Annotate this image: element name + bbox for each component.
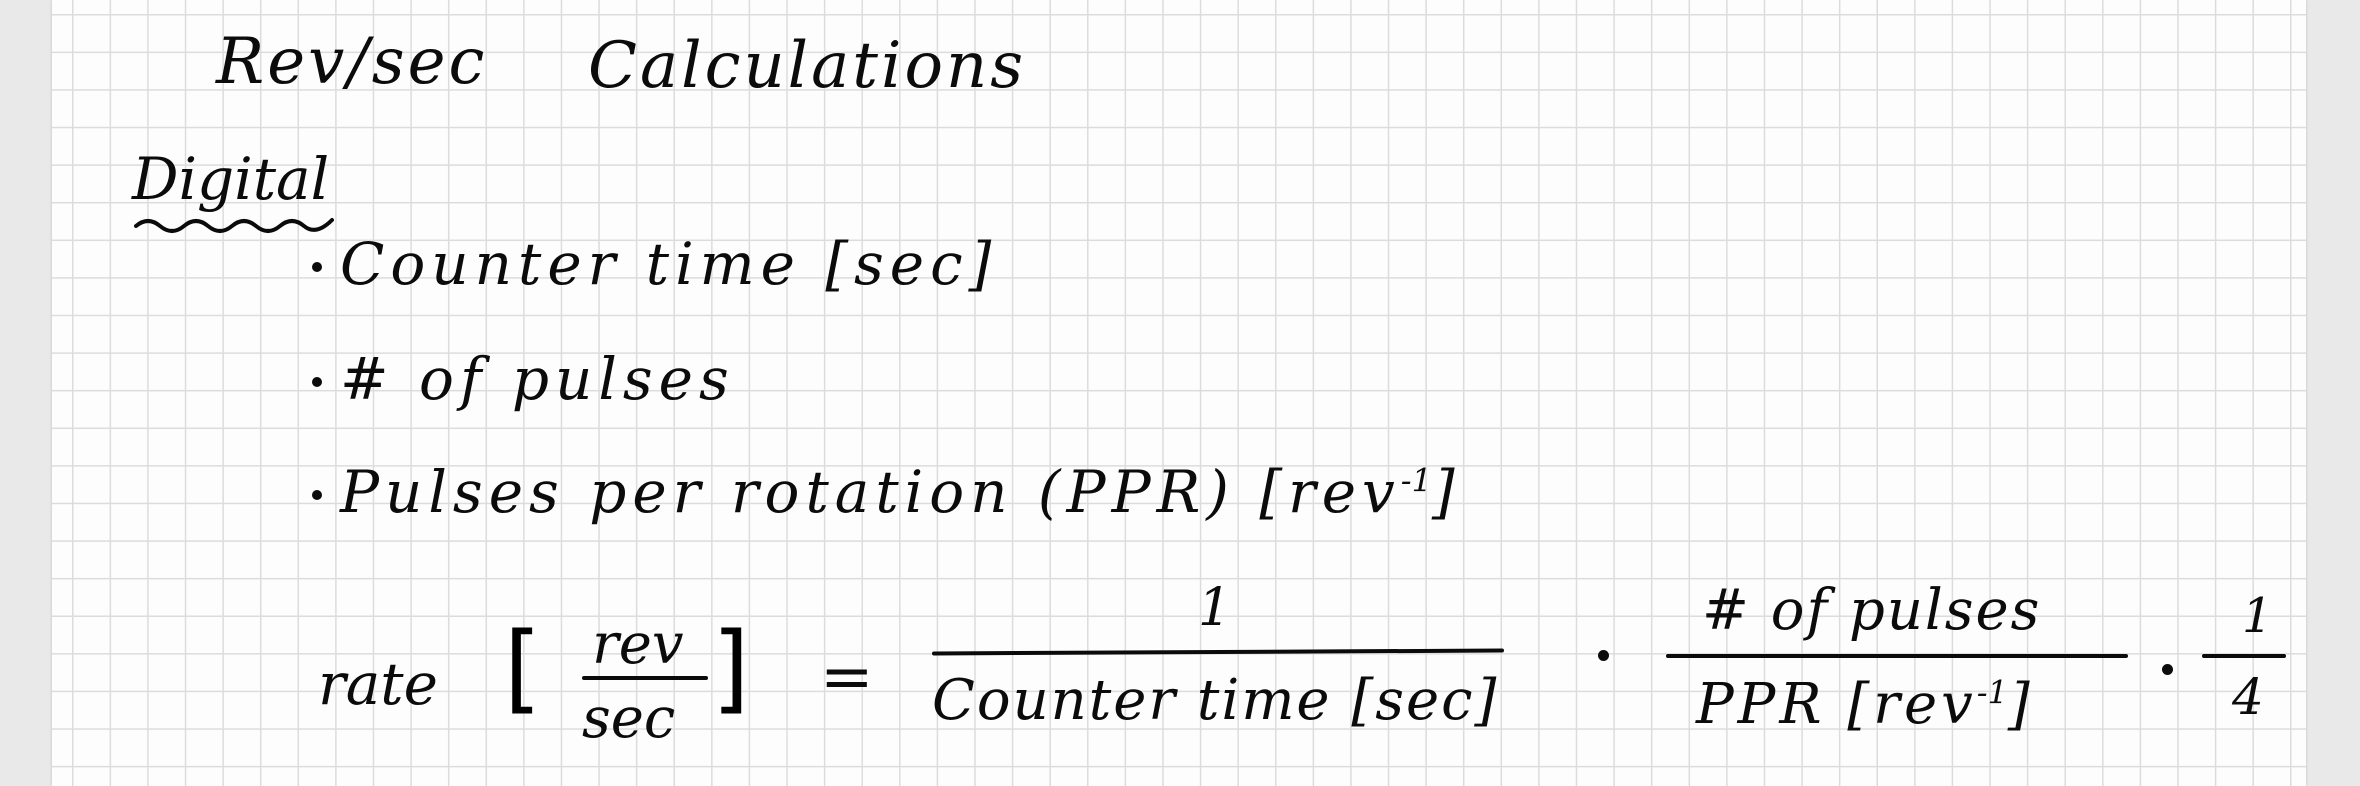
multiply-dot: [2162, 664, 2173, 675]
term3-numerator: 1: [2242, 588, 2273, 644]
bullet-text-main: Pulses per rotation (PPR) [rev: [340, 458, 1401, 526]
equation-lhs-rate: rate: [318, 650, 438, 718]
title-calculations: Calculations: [588, 29, 1027, 103]
section-heading-digital: Digital: [132, 145, 330, 213]
unit-fraction-bar: [582, 676, 708, 680]
bullet-superscript: -1: [1400, 461, 1432, 500]
bullet-item: Pulses per rotation (PPR) [rev-1]: [312, 458, 1461, 526]
unit-numerator: rev: [592, 612, 684, 677]
multiply-dot: [1598, 650, 1609, 661]
bullet-dot: [312, 490, 322, 500]
term1-denominator: Counter time [sec]: [932, 668, 1499, 733]
bullet-dot: [312, 262, 322, 272]
term3-fraction-bar: [2202, 654, 2286, 658]
term2-denominator-tail: ]: [2007, 672, 2034, 737]
equals-sign: =: [820, 640, 874, 714]
bullet-text: Pulses per rotation (PPR) [rev-1]: [340, 458, 1461, 526]
bullet-text: Counter time [sec]: [340, 230, 998, 298]
bullet-item: Counter time [sec]: [312, 230, 997, 298]
term2-fraction-bar: [1666, 654, 2128, 658]
bullet-text: # of pulses: [340, 345, 735, 413]
term2-denominator: PPR [rev-1]: [1696, 672, 2034, 737]
bullet-item: # of pulses: [312, 345, 735, 413]
bullet-text-tail: ]: [1431, 458, 1461, 526]
bullet-dot: [312, 377, 322, 387]
notebook-page: Rev/sec Calculations Digital Counter tim…: [52, 0, 2306, 786]
term2-denominator-main: PPR [rev: [1696, 672, 1977, 737]
unit-bracket-left: [: [504, 612, 542, 724]
unit-bracket-right: ]: [712, 612, 750, 724]
heading-squiggle-underline: [134, 218, 334, 233]
term1-numerator: 1: [1198, 578, 1232, 638]
title-rev-per-sec: Rev/sec: [216, 25, 488, 99]
term3-denominator: 4: [2232, 668, 2264, 726]
term2-numerator: # of pulses: [1702, 578, 2042, 643]
term2-denominator-superscript: -1: [1976, 673, 2008, 712]
unit-denominator: sec: [582, 686, 676, 751]
term1-fraction-bar: [931, 648, 1505, 656]
